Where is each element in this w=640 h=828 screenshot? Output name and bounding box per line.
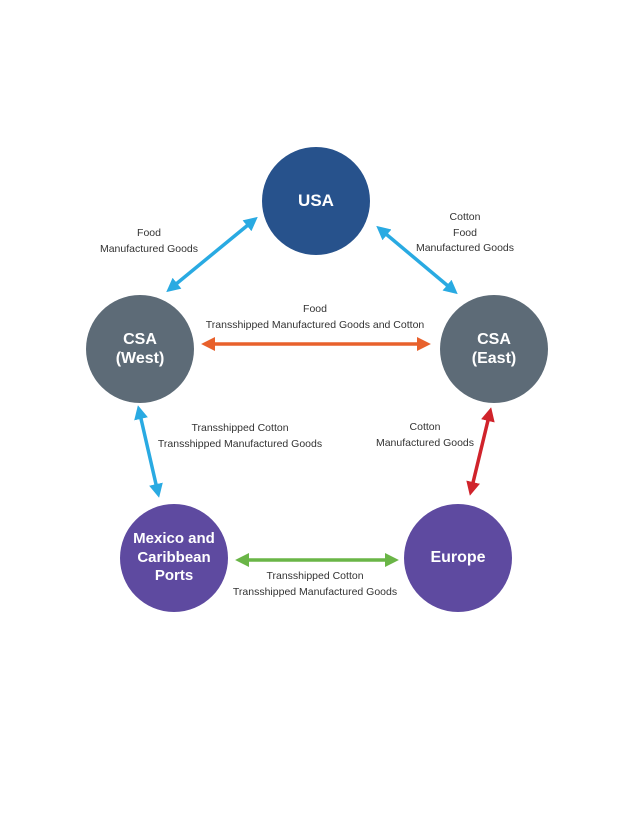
node-europe: Europe <box>404 504 512 612</box>
node-csa-east-line-1: CSA <box>477 330 511 348</box>
node-mexico-caribbean-ports: Mexico and Caribbean Ports <box>120 504 228 612</box>
flow-label-line: Food <box>137 227 161 239</box>
flow-label-line: Transshipped Manufactured Goods and Cott… <box>205 318 425 331</box>
node-csa-west-line-2: (West) <box>115 350 165 367</box>
node-csa-east: CSA (East) <box>440 295 548 403</box>
node-mexico-line-3: Ports <box>154 567 194 585</box>
flow-label-line: Transshipped Cotton <box>191 422 289 434</box>
node-csa-west-line-1: CSA <box>123 330 157 348</box>
flow-label-line: Manufactured Goods <box>99 242 199 255</box>
node-mexico-line-1: Mexico and <box>133 529 215 547</box>
flow-label-usa-csa-east: Cotton Food Manufactured Goods <box>410 210 520 257</box>
flow-label-mexico-europe: Transshipped Cotton Transshipped Manufac… <box>225 569 405 600</box>
flow-label-line: Cotton <box>409 421 441 433</box>
flow-label-line: Food <box>453 226 477 239</box>
node-usa-line-1: USA <box>298 190 334 210</box>
arrow-csa-west-mexico <box>134 405 163 498</box>
flow-label-line: Manufactured Goods <box>375 436 475 449</box>
node-europe-line-1: Europe <box>430 549 486 567</box>
arrow-csa-east-europe <box>466 407 495 496</box>
flow-label-csa-west-csa-east: Food Transshipped Manufactured Goods and… <box>190 302 440 333</box>
arrow-usa-csa-west <box>166 216 258 293</box>
flow-label-line: Food <box>303 303 327 315</box>
flow-label-usa-csa-west: Food Manufactured Goods <box>94 226 204 257</box>
flow-label-csa-east-europe: Cotton Manufactured Goods <box>370 420 480 451</box>
node-mexico-line-2: Caribbean <box>137 548 211 566</box>
node-csa-east-line-2: (East) <box>471 350 517 367</box>
flow-label-line: Cotton <box>449 211 481 223</box>
flow-label-line: Transshipped Cotton <box>266 570 364 582</box>
node-csa-west: CSA (West) <box>86 295 194 403</box>
node-usa: USA <box>262 147 370 255</box>
flow-label-line: Manufactured Goods <box>415 242 515 254</box>
flow-label-csa-west-mexico: Transshipped Cotton Transshipped Manufac… <box>150 421 330 452</box>
flow-label-line: Transshipped Manufactured Goods <box>232 585 398 598</box>
arrow-usa-csa-east <box>376 225 458 295</box>
flow-label-line: Transshipped Manufactured Goods <box>157 437 323 450</box>
